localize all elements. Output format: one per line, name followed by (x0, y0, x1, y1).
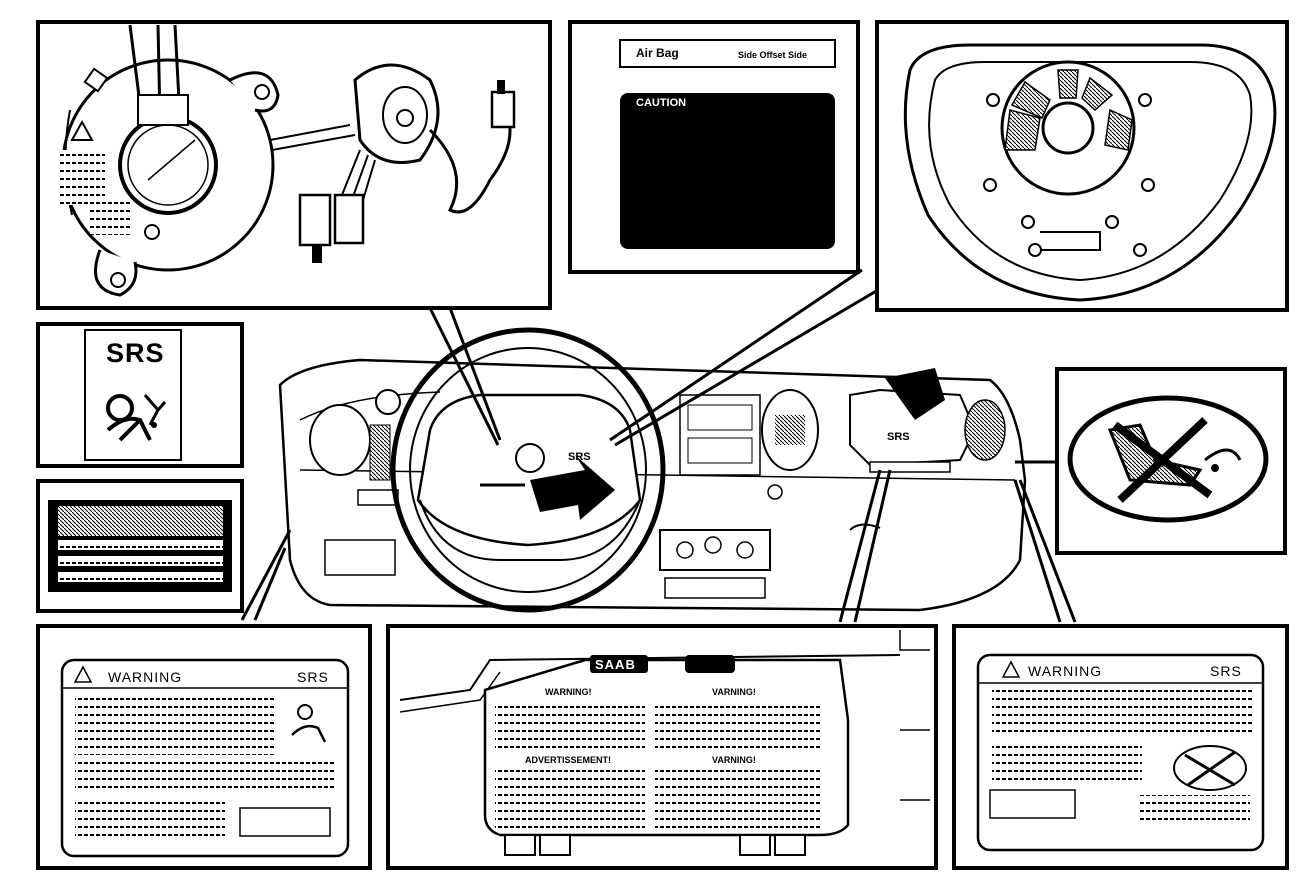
airbag-person-icon (106, 394, 167, 442)
steering-hub-srs-text: SRS (568, 451, 591, 463)
panel-warning-label-right (952, 624, 1289, 870)
right-warning-heading: WARNING (1028, 663, 1103, 679)
panel-visor-strip (36, 479, 244, 613)
glovebox-warning-1: WARNING! (545, 687, 592, 697)
glovebox-warning-2: VARNING! (712, 687, 756, 697)
airbag-sticker-subtitle: Side Offset Side (738, 50, 808, 60)
left-warning-heading: WARNING (108, 669, 183, 685)
dash-airbag-srs-text: SRS (887, 431, 910, 443)
warning-triangle-icon (70, 119, 94, 141)
panel-glovebox-label (386, 624, 938, 870)
airbag-sticker-caution: CAUTION (636, 97, 687, 109)
no-child-seat-icon (1107, 417, 1242, 503)
glovebox-warning-4: VARNING! (712, 755, 756, 765)
dashboard-illustration (278, 327, 1027, 613)
leader-lines (240, 268, 1077, 623)
airbag-sticker-title: Air Bag (636, 46, 679, 60)
left-warning-tag: SRS (297, 669, 329, 685)
panel-no-child-seat (1055, 367, 1287, 555)
panel-srs-icon (36, 322, 244, 468)
panel-warning-label-left (36, 624, 372, 870)
right-warning-tag: SRS (1210, 663, 1242, 679)
panel-steering-hub (875, 20, 1289, 312)
srs-icon-label: SRS (106, 338, 165, 368)
panel-clock-spring (36, 20, 552, 310)
glovebox-brand: SAAB (595, 657, 636, 672)
glovebox-warning-3: ADVERTISSEMENT! (525, 755, 612, 765)
panel-airbag-sticker (568, 20, 860, 274)
